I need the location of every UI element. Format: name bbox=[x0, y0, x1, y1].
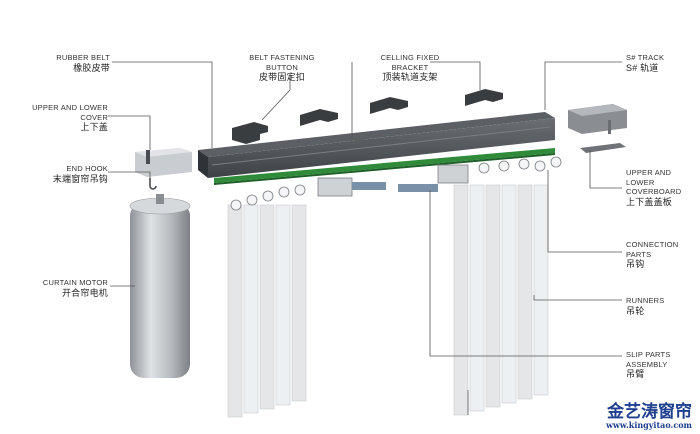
runners-right bbox=[478, 156, 562, 174]
right-curtain-panels bbox=[453, 184, 549, 416]
watermark: 金艺涛窗帘 www.kingyitao.com bbox=[606, 403, 692, 430]
label-celling-fixed-bracket-zh: 顶装轨道支架 bbox=[382, 72, 438, 82]
label-upper-lower-cover-en: UPPER AND LOWER COVER bbox=[32, 103, 108, 122]
watermark-url: www.kingyitao.com bbox=[606, 420, 692, 430]
label-runners-zh: 吊轮 bbox=[626, 305, 645, 316]
label-end-hook-en: END HOOK bbox=[66, 164, 108, 173]
slip-parts-assembly-part bbox=[317, 164, 469, 197]
label-runners: RUNNERS 吊轮 bbox=[626, 296, 696, 317]
label-celling-fixed-bracket-en: CELLING FIXED BRACKET bbox=[380, 53, 440, 72]
rubber-belt bbox=[214, 148, 555, 185]
label-upper-lower-coverboard-en: UPPER AND LOWER COVERBOARD bbox=[626, 168, 682, 196]
label-upper-lower-cover-zh: 上下盖 bbox=[80, 122, 108, 132]
end-hook-part bbox=[149, 178, 157, 190]
label-curtain-motor: CURTAIN MOTOR 开合帘电机 bbox=[10, 278, 108, 299]
leader-lines bbox=[108, 61, 622, 415]
label-celling-fixed-bracket: CELLING FIXED BRACKET 顶装轨道支架 bbox=[372, 53, 448, 83]
label-upper-lower-coverboard-zh: 上下盖盖板 bbox=[626, 196, 673, 207]
label-rubber-belt-en: RUBBER BELT bbox=[56, 53, 110, 62]
label-slip-parts-assembly: SLIP PARTS ASSEMBLY 吊臂 bbox=[626, 350, 696, 380]
label-runners-en: RUNNERS bbox=[626, 296, 665, 305]
belt-fastening-button-part bbox=[232, 122, 268, 144]
label-belt-fastening-button: BELT FASTENING BUTTON 皮带固定扣 bbox=[240, 53, 324, 83]
curtain-motor bbox=[129, 194, 191, 378]
label-connection-parts: CONNECTION PARTS 吊钩 bbox=[626, 240, 696, 270]
left-end-cover bbox=[135, 148, 192, 177]
label-upper-lower-coverboard: UPPER AND LOWER COVERBOARD 上下盖盖板 bbox=[626, 168, 696, 208]
label-rubber-belt: RUBBER BELT 橡胶皮带 bbox=[20, 53, 110, 74]
label-rubber-belt-zh: 橡胶皮带 bbox=[73, 62, 110, 73]
label-curtain-motor-zh: 开合帘电机 bbox=[61, 287, 108, 298]
label-slip-parts-assembly-en: SLIP PARTS ASSEMBLY bbox=[626, 350, 671, 369]
label-upper-lower-cover: UPPER AND LOWER COVER 上下盖 bbox=[20, 103, 108, 133]
label-connection-parts-en: CONNECTION PARTS bbox=[626, 240, 679, 259]
label-curtain-motor-en: CURTAIN MOTOR bbox=[42, 278, 108, 287]
s-track bbox=[198, 112, 555, 178]
label-belt-fastening-button-en: BELT FASTENING BUTTON bbox=[249, 53, 315, 72]
watermark-title: 金艺涛窗帘 bbox=[607, 402, 692, 422]
left-curtain-panels bbox=[227, 204, 307, 418]
runners-left bbox=[230, 184, 306, 211]
right-end-cover bbox=[568, 104, 627, 134]
label-end-hook: END HOOK 末端窗帘吊钩 bbox=[10, 164, 108, 185]
label-end-hook-zh: 末端窗帘吊钩 bbox=[52, 173, 108, 184]
coverboard bbox=[580, 143, 626, 153]
label-s-track-zh: S# 轨道 bbox=[626, 62, 659, 73]
label-slip-parts-assembly-zh: 吊臂 bbox=[626, 369, 645, 379]
label-s-track-en: S# TRACK bbox=[626, 53, 665, 62]
label-s-track: S# TRACK S# 轨道 bbox=[626, 53, 696, 74]
label-belt-fastening-button-zh: 皮带固定扣 bbox=[258, 72, 305, 82]
label-connection-parts-zh: 吊钩 bbox=[626, 259, 645, 269]
ceiling-brackets bbox=[300, 89, 503, 126]
